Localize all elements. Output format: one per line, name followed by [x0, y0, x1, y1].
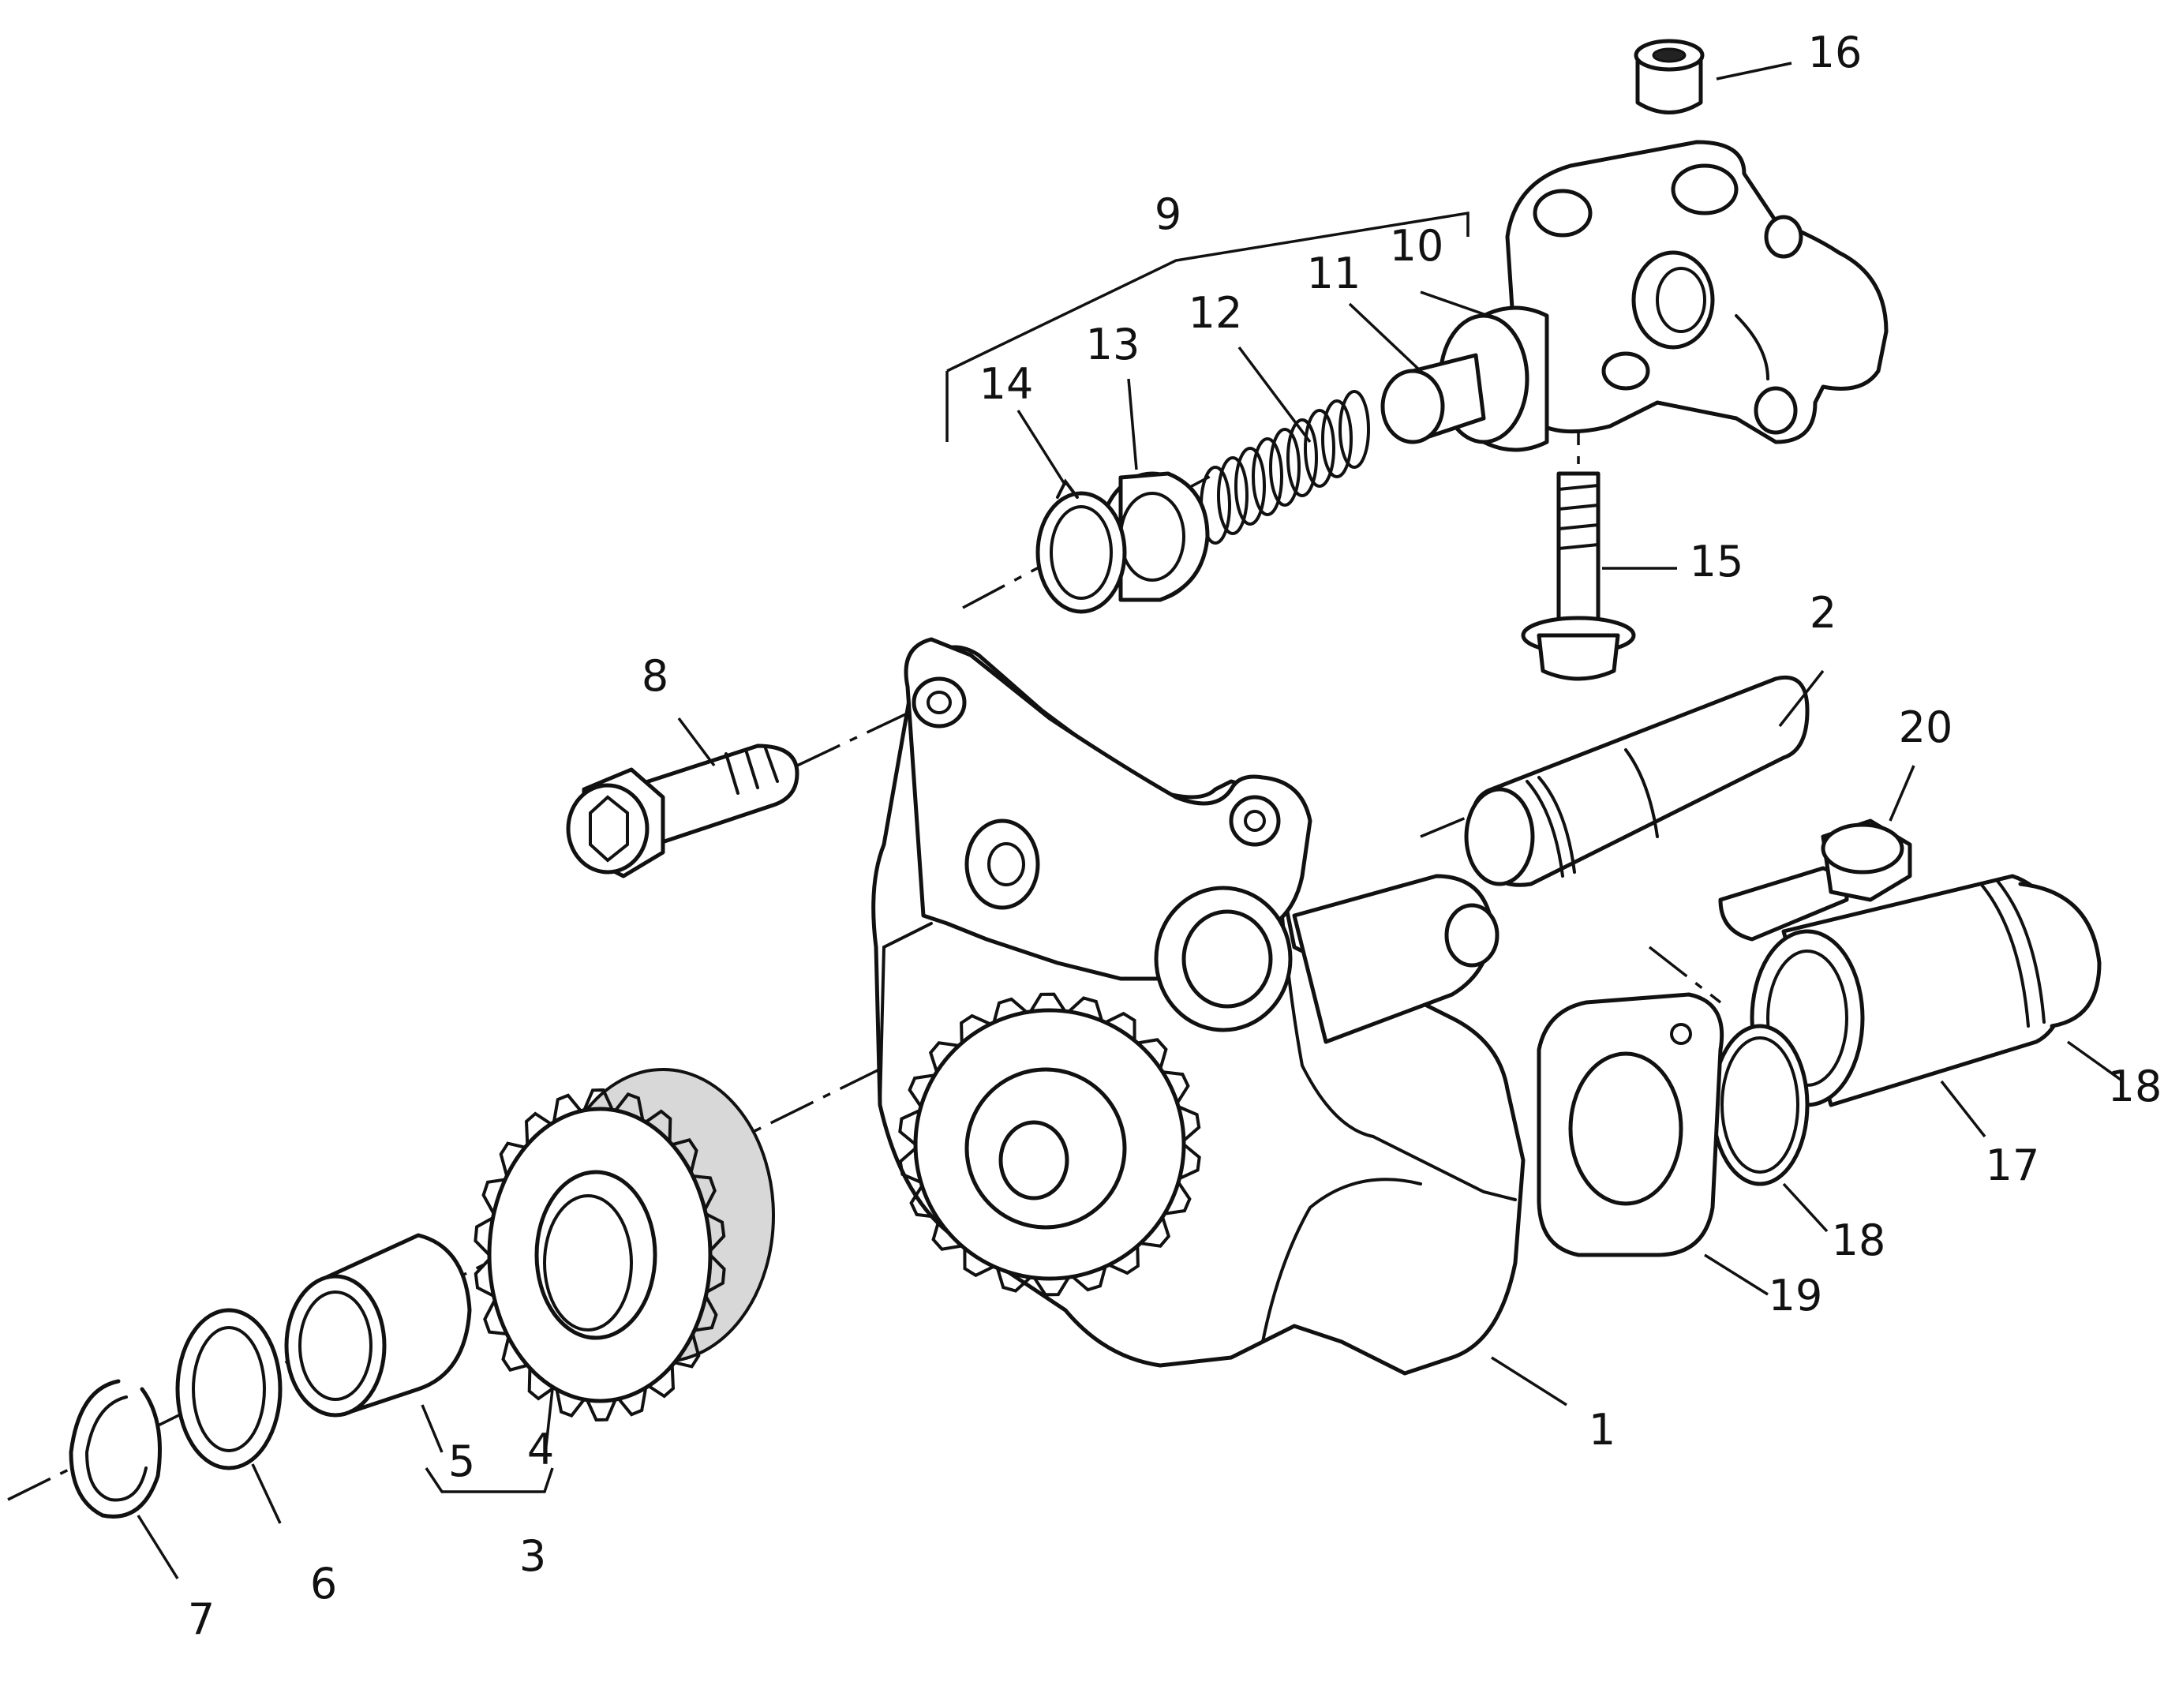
valve-snap-ring [1035, 478, 1127, 614]
callout-18-lower: 18 [1832, 1215, 1886, 1265]
flange-hole-right [1229, 795, 1281, 847]
snap-ring [69, 1379, 162, 1519]
o-ring-18a [1710, 1024, 1810, 1186]
cap-16 [1634, 39, 1705, 114]
callout-15: 15 [1690, 537, 1744, 586]
valve-plunger [1380, 305, 1549, 452]
callout-13: 13 [1086, 320, 1140, 369]
callout-2: 2 [1810, 588, 1836, 638]
gear-teeth-outline [898, 992, 1201, 1297]
spring-coil [1304, 409, 1335, 488]
callout-labels: 1 2 3 4 5 6 7 8 9 10 11 12 13 14 15 16 1… [188, 28, 2162, 1644]
callout-16: 16 [1808, 28, 1863, 77]
flange-boss-left [964, 818, 1040, 910]
callout-12: 12 [1189, 288, 1243, 338]
housing-gear [898, 992, 1201, 1297]
gasket-19 [1537, 992, 1724, 1257]
spring-coil [1338, 390, 1370, 469]
spring-coil [1252, 437, 1283, 516]
callout-20: 20 [1899, 702, 1953, 752]
shaft [1464, 676, 1810, 887]
bushing [284, 1233, 472, 1418]
gear-teeth-outline [474, 1088, 726, 1422]
valve-spring [1200, 390, 1370, 545]
callout-19: 19 [1769, 1271, 1823, 1320]
callout-6: 6 [310, 1559, 337, 1609]
callout-10: 10 [1390, 221, 1444, 271]
flange-hole-top [912, 676, 967, 729]
callout-4: 4 [527, 1425, 554, 1474]
bolt-15 [1521, 471, 1636, 681]
leader-lines [137, 62, 2125, 1579]
pump-housing [871, 637, 1526, 1376]
spring-coil [1286, 418, 1318, 497]
callout-1: 1 [1589, 1405, 1616, 1455]
housing-bolt-head [1444, 903, 1499, 968]
callout-7: 7 [188, 1594, 215, 1644]
bolt-8 [566, 744, 799, 878]
callout-18-right: 18 [2108, 1062, 2162, 1111]
callout-11: 11 [1307, 249, 1361, 298]
bolt-20 [1718, 818, 1912, 942]
callout-14: 14 [979, 359, 1034, 409]
callout-8: 8 [642, 651, 668, 701]
axis-bolt-20 [1648, 946, 1722, 1004]
spring-coil [1321, 399, 1353, 478]
spring-coil [1234, 447, 1266, 526]
callout-3: 3 [519, 1531, 546, 1581]
relief-valve-body [1505, 140, 1889, 444]
spring-coil [1269, 428, 1301, 507]
callout-9: 9 [1155, 189, 1181, 239]
callout-17: 17 [1986, 1141, 2040, 1190]
o-ring-18b [2018, 882, 2102, 1028]
spring-coil [1217, 456, 1249, 535]
drive-gear [474, 1068, 775, 1422]
washer [175, 1308, 283, 1470]
callout-5: 5 [448, 1436, 475, 1486]
